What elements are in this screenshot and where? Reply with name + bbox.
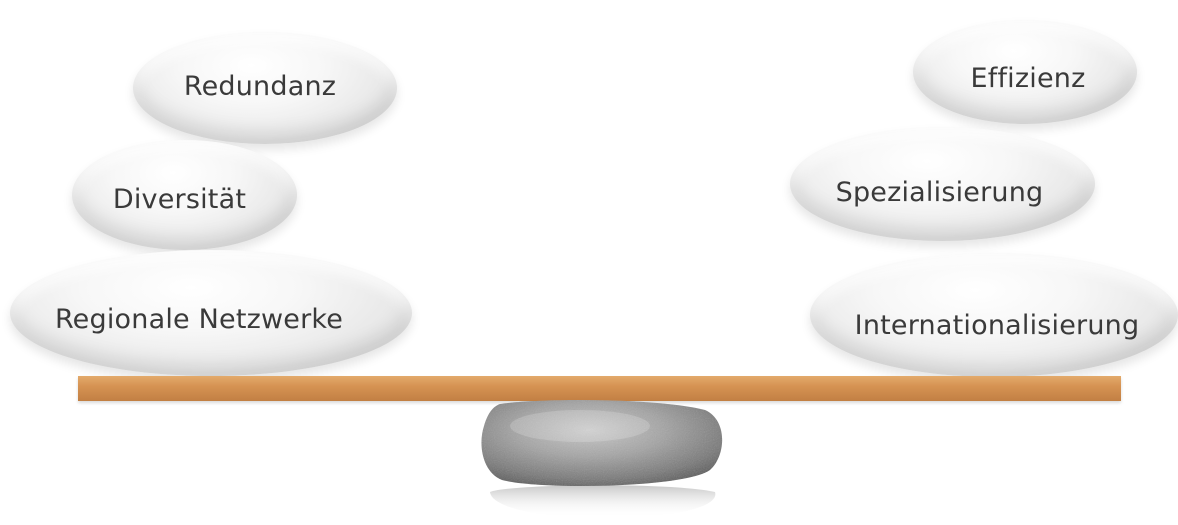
stone-effizienz: Effizienz: [913, 20, 1137, 124]
stone-diversitaet: Diversität: [72, 140, 297, 250]
stone-label-redundanz: Redundanz: [184, 71, 336, 102]
stone-label-regionale-netzwerke: Regionale Netzwerke: [55, 304, 343, 335]
stone-label-effizienz: Effizienz: [971, 63, 1086, 94]
stone-spezialisierung: Spezialisierung: [790, 127, 1095, 241]
fulcrum-stone: [470, 396, 740, 525]
stone-label-spezialisierung: Spezialisierung: [836, 177, 1044, 208]
fulcrum-reflection: [490, 485, 715, 518]
stone-label-diversitaet: Diversität: [113, 184, 246, 215]
stone-regionale-netzwerke: Regionale Netzwerke: [10, 250, 412, 376]
stone-internationalisierung: Internationalisierung: [810, 253, 1178, 377]
stone-label-internationalisierung: Internationalisierung: [855, 310, 1140, 341]
fulcrum-highlight: [510, 410, 650, 442]
stone-redundanz: Redundanz: [133, 32, 397, 144]
